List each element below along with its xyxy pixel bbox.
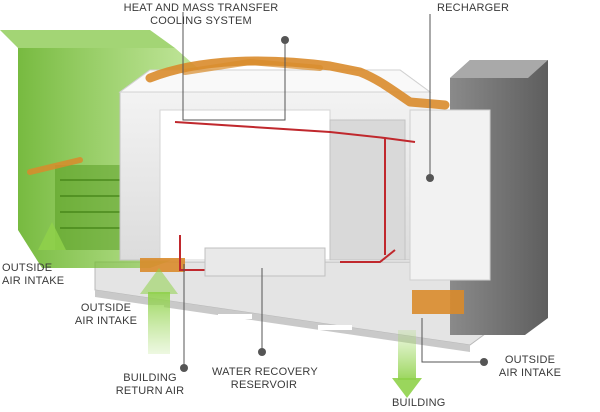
label-line: BUILDING — [392, 397, 446, 409]
return-air-arrow-shaft — [148, 292, 170, 354]
orange-ducts — [27, 56, 464, 314]
callout-dot-reservoir — [258, 348, 266, 356]
airflow-arrows — [38, 222, 422, 398]
label-outside-air-intake-left: OUTSIDE AIR INTAKE — [2, 262, 64, 288]
return-air-arrow-icon — [140, 268, 178, 294]
label-line: OUTSIDE — [80, 302, 132, 314]
callout-leaders — [182, 12, 484, 368]
callout-dot-cooling — [281, 36, 289, 44]
recharger-panel — [409, 109, 491, 281]
label-line: AIR INTAKE — [74, 315, 138, 327]
duct-opening-left — [140, 258, 185, 272]
label-building: BUILDING — [392, 397, 446, 410]
label-line: RETURN AIR — [115, 385, 185, 397]
label-line: OUTSIDE — [2, 262, 53, 274]
label-line: AIR INTAKE — [498, 367, 562, 379]
water-recovery-reservoir — [204, 247, 326, 277]
supply-air-arrow-shaft — [398, 330, 416, 380]
platform-slot — [218, 314, 252, 319]
label-line: RESERVOIR — [230, 379, 298, 391]
red-pipes — [174, 121, 416, 271]
label-outside-air-intake-right: OUTSIDE AIR INTAKE — [490, 354, 570, 380]
label-water-recovery-reservoir: WATER RECOVERY RESERVOIR — [212, 366, 318, 392]
outside-air-arrow-icon — [38, 222, 66, 250]
label-heat-mass-transfer: HEAT AND MASS TRANSFER COOLING SYSTEM — [112, 2, 290, 28]
callout-dot-outside-right — [480, 358, 488, 366]
label-line: RECHARGER — [437, 2, 510, 14]
supply-air-arrow-icon — [392, 378, 422, 398]
base-platform — [94, 261, 546, 352]
heat-exchanger-core — [329, 119, 406, 261]
duct-opening-right — [412, 290, 464, 314]
label-line: WATER RECOVERY — [212, 366, 318, 378]
label-line: OUTSIDE — [504, 354, 556, 366]
label-building-return-air: BUILDING RETURN AIR — [112, 372, 188, 398]
platform-slot — [318, 325, 352, 330]
label-line: BUILDING — [123, 372, 177, 384]
callout-dots — [180, 36, 488, 372]
label-outside-air-intake-mid: OUTSIDE AIR INTAKE — [66, 302, 146, 328]
label-line: COOLING SYSTEM — [150, 15, 252, 27]
front-panel — [159, 109, 331, 261]
label-line: AIR INTAKE — [2, 275, 65, 287]
platform-slot — [130, 305, 164, 310]
label-line: HEAT AND MASS TRANSFER — [123, 2, 279, 14]
callout-dot-return-air — [180, 364, 188, 372]
label-recharger: RECHARGER — [437, 2, 509, 15]
callout-dot-recharger — [426, 174, 434, 182]
